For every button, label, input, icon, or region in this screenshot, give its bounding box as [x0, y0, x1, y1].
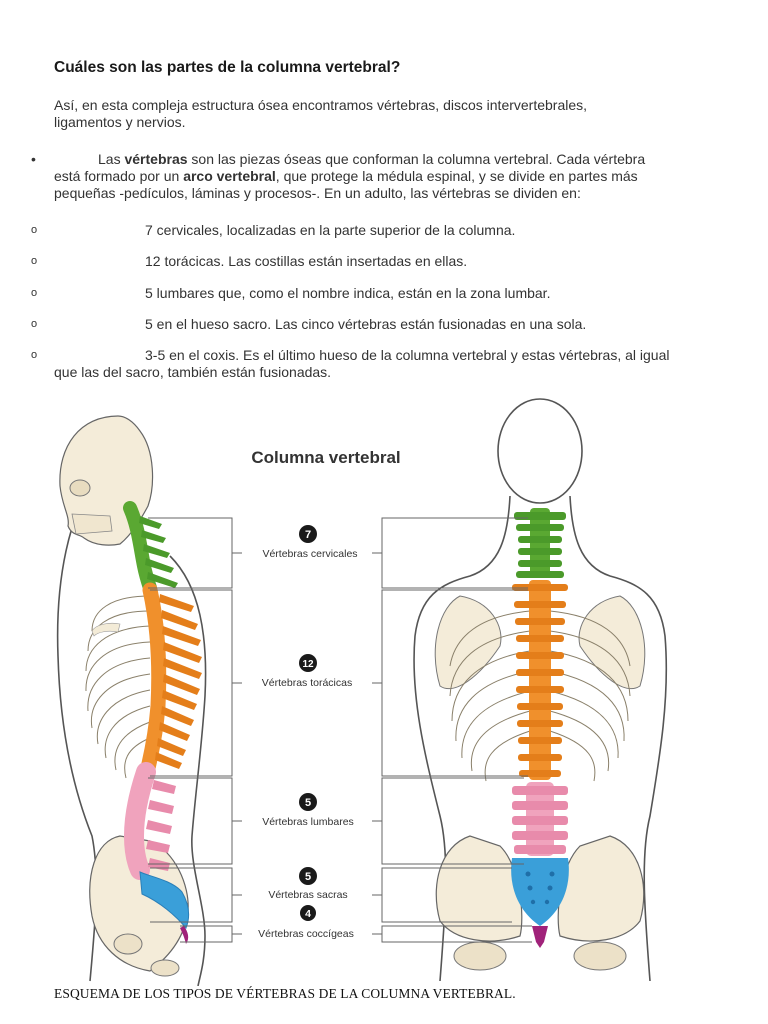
badge-count: 4 [305, 908, 311, 920]
label-sacras: 5 Vértebras sacras [268, 867, 348, 901]
group-label: Vértebras torácicas [262, 677, 352, 689]
circle-bullet-icon: o [31, 349, 38, 361]
badge-count: 12 [302, 659, 314, 670]
back-view-spine [511, 508, 569, 948]
subitem-lumbares: o 5 lumbares que, como el nombre indica,… [31, 285, 551, 301]
badge-count: 5 [305, 797, 311, 809]
group-label: Vértebras lumbares [262, 816, 354, 828]
page-heading: Cuáles son las partes de la columna vert… [54, 59, 401, 76]
label-lumbares: 5 Vértebras lumbares [262, 793, 354, 828]
subitem-cervicales: o 7 cervicales, localizadas en la parte … [31, 222, 516, 238]
badge-count: 5 [305, 871, 311, 883]
intro-paragraph: Así, en esta compleja estructura ósea en… [54, 97, 588, 130]
left-brackets [148, 517, 242, 943]
back-view-body [413, 398, 668, 982]
group-label: Vértebras sacras [268, 889, 347, 901]
group-label: Vértebras cervicales [262, 548, 357, 560]
circle-bullet-icon: o [31, 318, 38, 330]
label-toracicas: 12 Vértebras torácicas [262, 654, 352, 689]
badge-count: 7 [305, 529, 311, 541]
right-brackets [372, 517, 532, 943]
subitem-coxis: o 3-5 en el coxis. Es el último hueso de… [31, 347, 670, 380]
bullet-dot-icon: • [31, 151, 36, 167]
subitem-sacro: o 5 en el hueso sacro. Las cinco vértebr… [31, 316, 587, 332]
circle-bullet-icon: o [31, 255, 38, 267]
side-view-spine [123, 501, 202, 944]
group-label: Vértebras coccígeas [258, 928, 354, 940]
figure-caption: ESQUEMA DE LOS TIPOS DE VÉRTEBRAS DE LA … [54, 986, 516, 1001]
circle-bullet-icon: o [31, 224, 38, 236]
label-cervicales: 7 Vértebras cervicales [262, 525, 358, 560]
vertebrae-bullet: • Las vértebras son las piezas óseas que… [31, 151, 646, 201]
spine-diagram: Columna vertebral [0, 396, 768, 987]
bold-term-vertebras: vértebras [124, 151, 188, 167]
circle-bullet-icon: o [31, 287, 38, 299]
figure-title: Columna vertebral [251, 448, 400, 467]
subitem-toracicas: o 12 torácicas. Las costillas están inse… [31, 253, 468, 269]
bold-term-arco: arco vertebral [183, 168, 276, 184]
label-coccigeas: 4 Vértebras coccígeas [258, 905, 354, 940]
